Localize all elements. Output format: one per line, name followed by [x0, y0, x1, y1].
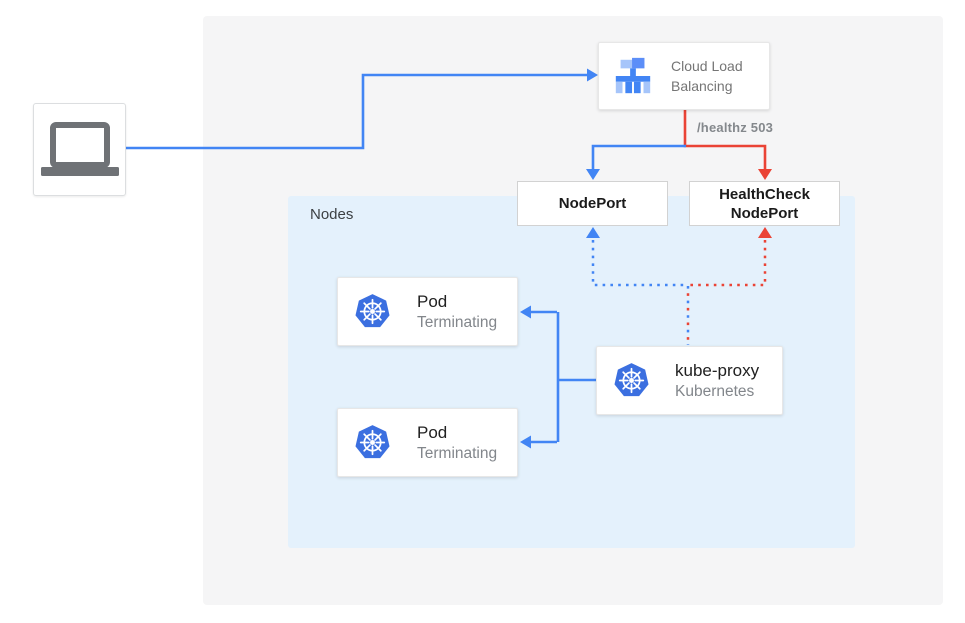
- healthcheck-nodeport-label: HealthCheck NodePort: [719, 185, 810, 222]
- pod-title: Pod: [417, 291, 448, 311]
- nodeport-node: NodePort: [517, 181, 668, 226]
- pod-status: Terminating: [417, 313, 498, 331]
- kube-proxy-node: kube-proxy Kubernetes: [596, 346, 783, 415]
- pod-status: Terminating: [417, 444, 498, 462]
- kubernetes-icon: [614, 363, 649, 397]
- pod-title: Pod: [417, 422, 448, 442]
- pod-node-1: Pod Terminating: [337, 277, 518, 346]
- nodeport-label: NodePort: [558, 195, 627, 212]
- kube-proxy-title: kube-proxy: [675, 360, 760, 380]
- cloud-load-balancing-node: Cloud Load Balancing: [598, 42, 770, 110]
- cloud-load-balancing-icon: [615, 57, 651, 94]
- healthz-edge-label: /healthz 503: [697, 120, 774, 135]
- cloud-load-balancing-label: Cloud Load Balancing: [671, 58, 743, 94]
- pod-node-2: Pod Terminating: [337, 408, 518, 477]
- kube-proxy-subtitle: Kubernetes: [675, 382, 755, 400]
- nodes-group-label: Nodes: [310, 206, 354, 223]
- kubernetes-icon: [355, 294, 390, 328]
- laptop-icon: [40, 121, 119, 176]
- healthcheck-nodeport-node: HealthCheck NodePort: [689, 181, 840, 226]
- client-node: [33, 103, 126, 196]
- kubernetes-icon: [355, 425, 390, 459]
